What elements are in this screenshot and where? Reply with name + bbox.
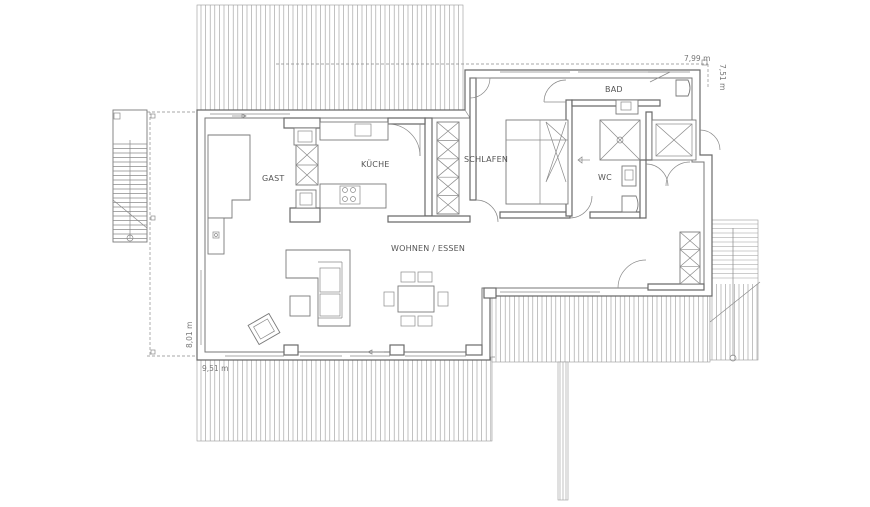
dimension-top-right <box>276 59 709 88</box>
bed <box>505 119 569 205</box>
label-wc: WC <box>598 173 612 182</box>
dim-top-width: 7,99 m <box>684 54 710 63</box>
dimension-labels: 7,99 m 7,51 m 8,01 m 9,51 m <box>185 54 727 373</box>
wardrobes <box>436 121 701 285</box>
label-kueche: KÜCHE <box>361 159 390 169</box>
dimension-left <box>147 111 197 357</box>
kitchen-furniture <box>293 121 389 209</box>
living-furniture <box>247 249 449 346</box>
dim-bottom-width: 9,51 m <box>202 364 228 373</box>
door-swings <box>232 71 721 355</box>
label-gast: GAST <box>262 174 284 183</box>
dim-left-height: 8,01 m <box>185 322 194 348</box>
label-wohnen: WOHNEN / ESSEN <box>391 244 465 253</box>
roof-deck-top <box>196 4 464 114</box>
label-bad: BAD <box>605 85 623 94</box>
label-schlafen: SCHLAFEN <box>464 155 508 164</box>
stair-left <box>112 109 148 243</box>
terrace-deck-right <box>709 219 759 361</box>
stair-right <box>709 228 761 362</box>
terrace-deck-bottom <box>196 295 711 501</box>
dim-right-height: 7,51 m <box>718 64 727 90</box>
room-labels: GAST KÜCHE SCHLAFEN BAD WC WOHNEN / ESSE… <box>262 85 623 253</box>
bath-fixtures <box>577 79 697 213</box>
